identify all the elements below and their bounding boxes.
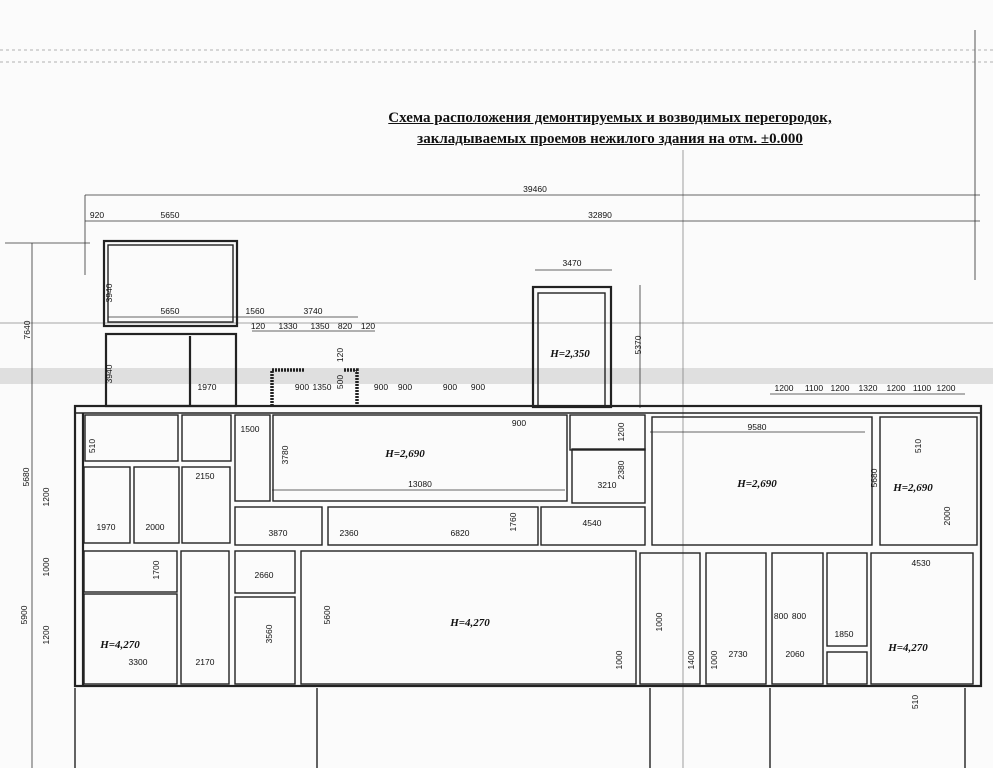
- dimension-label: 1000: [709, 650, 719, 669]
- dimension-label: 900: [398, 382, 412, 392]
- dimension-label: 2000: [146, 522, 165, 532]
- room-height-label: H=4,270: [449, 617, 490, 629]
- plan-title-line-2: закладываемых проемов нежилого здания на…: [417, 131, 803, 147]
- dimension-label: 5600: [322, 605, 332, 624]
- dimension-label: 2170: [196, 657, 215, 667]
- dimension-label: 5680: [21, 467, 31, 486]
- dimension-label: 2660: [255, 570, 274, 580]
- dimension-label: 3560: [264, 624, 274, 643]
- dimension-label: 4540: [583, 518, 602, 528]
- dimension-label: 1000: [614, 650, 624, 669]
- dimension-label: 5650: [161, 306, 180, 316]
- dimension-label: 120: [361, 321, 375, 331]
- dimension-label: 3470: [563, 258, 582, 268]
- dimension-lines: [5, 194, 980, 768]
- dimension-label: 2380: [616, 460, 626, 479]
- dimension-label: 900: [471, 382, 485, 392]
- dimension-label: 1000: [654, 612, 664, 631]
- dimension-label: 2060: [786, 649, 805, 659]
- dimension-label: 1200: [937, 383, 956, 393]
- dimension-label: 3940: [104, 364, 114, 383]
- room-height-label: H=4,270: [887, 642, 928, 654]
- dimension-label: 900: [295, 382, 309, 392]
- dimension-label: 1200: [616, 422, 626, 441]
- room-height-label: H=4,270: [99, 639, 140, 651]
- room-height-label: H=2,690: [384, 448, 425, 460]
- dimension-label: 120: [251, 321, 265, 331]
- dimension-label: 3870: [269, 528, 288, 538]
- dimension-label: 1560: [246, 306, 265, 316]
- dimension-label: 7640: [22, 320, 32, 339]
- dimension-label: 1850: [835, 629, 854, 639]
- dimension-label: 39460: [523, 184, 547, 194]
- dimension-label: 1200: [887, 383, 906, 393]
- dimension-label: 1760: [508, 512, 518, 531]
- dimension-label: 3940: [104, 283, 114, 302]
- dimension-label: 500: [335, 375, 345, 389]
- dimension-label: 5900: [19, 605, 29, 624]
- dimension-label: 6820: [451, 528, 470, 538]
- dimension-label: 900: [512, 418, 526, 428]
- dimension-label: 3780: [280, 445, 290, 464]
- dimension-label: 5370: [633, 335, 643, 354]
- dimension-label: 1200: [41, 487, 51, 506]
- dimension-label: 1350: [313, 382, 332, 392]
- dimension-label: 1500: [241, 424, 260, 434]
- dimension-label: 1700: [151, 560, 161, 579]
- dimension-label: 1320: [859, 383, 878, 393]
- dimension-label: 120: [335, 348, 345, 362]
- dimension-label: 1200: [41, 625, 51, 644]
- dimension-label: 32890: [588, 210, 612, 220]
- dimension-label: 2000: [942, 506, 952, 525]
- dimension-label: 13080: [408, 479, 432, 489]
- room-height-label: H=2,690: [892, 482, 933, 494]
- dimension-label: 1330: [279, 321, 298, 331]
- dimension-label: 510: [87, 439, 97, 453]
- room-height-label: H=2,690: [736, 478, 777, 490]
- dimension-label: 1970: [198, 382, 217, 392]
- dimension-label: 4530: [912, 558, 931, 568]
- dimension-label: 5650: [161, 210, 180, 220]
- dimension-label: 510: [913, 439, 923, 453]
- dimension-label: 3300: [129, 657, 148, 667]
- dimension-label: 900: [443, 382, 457, 392]
- dimension-label: 2150: [196, 471, 215, 481]
- dimension-label: 900: [374, 382, 388, 392]
- dimension-label: 2730: [729, 649, 748, 659]
- dimension-label: 1350: [311, 321, 330, 331]
- dimension-label: 1970: [97, 522, 116, 532]
- room-height-label: H=2,350: [549, 348, 590, 360]
- dimension-label: 1200: [831, 383, 850, 393]
- dimension-labels: 39460 920 5650 32890 7640 3940 5650 1560 3740 120…: [19, 184, 956, 709]
- dimension-label: 820: [338, 321, 352, 331]
- dimension-label: 1100: [913, 383, 932, 393]
- dimension-label: 5680: [869, 468, 879, 487]
- dimension-label: 920: [90, 210, 104, 220]
- dimension-label: 3210: [598, 480, 617, 490]
- dimension-label: 1200: [775, 383, 794, 393]
- scan-artifacts: [0, 30, 993, 768]
- dimension-label: 1000: [41, 557, 51, 576]
- dimension-label: 510: [910, 695, 920, 709]
- plan-title-line-1: Схема расположения демонтируемых и возво…: [388, 110, 832, 126]
- dimension-label: 800: [774, 611, 788, 621]
- dimension-label: 9580: [748, 422, 767, 432]
- walls: [73, 239, 983, 768]
- dimension-label: 1400: [686, 650, 696, 669]
- dimension-label: 800: [792, 611, 806, 621]
- dimension-label: 3740: [304, 306, 323, 316]
- dimension-label: 1100: [805, 383, 824, 393]
- dimension-label: 2360: [340, 528, 359, 538]
